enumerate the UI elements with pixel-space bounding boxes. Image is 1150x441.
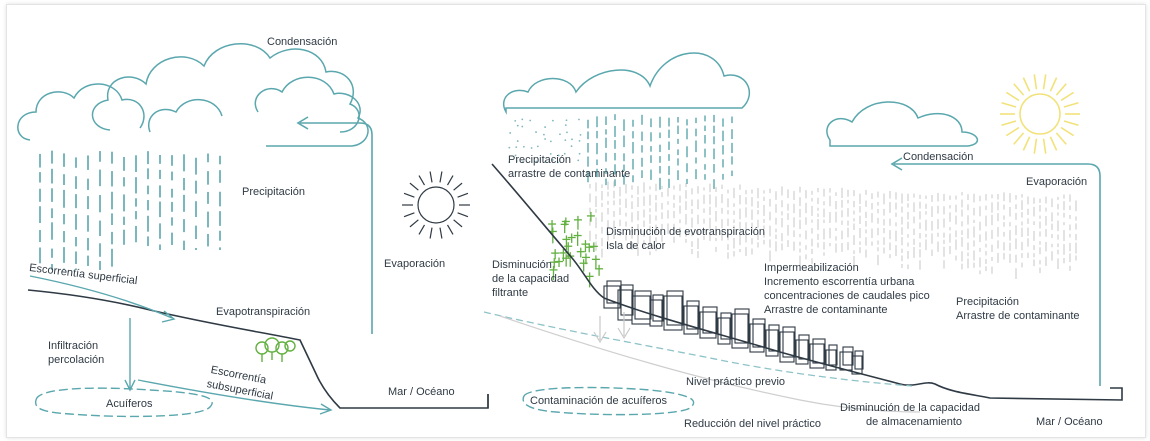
- label-evotranspiration-2: Isla de calor: [606, 240, 666, 252]
- label-sea-left: Mar / Océano: [388, 386, 455, 398]
- label-filter-capacity-3: filtrante: [492, 287, 529, 299]
- vegetation-icon: [548, 211, 604, 288]
- label-aquifers: Acuíferos: [106, 398, 153, 410]
- right-rain: [587, 114, 733, 190]
- label-storage-capacity-2: de almacenamiento: [866, 416, 963, 428]
- left-cloud: [254, 76, 369, 147]
- grey-rain-haze: [589, 181, 1077, 279]
- trees-icon: [255, 337, 296, 362]
- label-precipitation-right-1: Precipitación: [508, 154, 571, 166]
- label-percolation: percolación: [48, 354, 105, 366]
- right-drizzle-dots: [508, 118, 582, 164]
- label-condensation-right: Condensación: [903, 151, 974, 163]
- reduced-water-level: [499, 315, 921, 413]
- label-impermeabilization-2: Incremento escorrentía urbana: [764, 276, 915, 288]
- label-impermeabilization-4: Arrastre de contaminante: [764, 304, 888, 316]
- label-evapotranspiration: Evapotranspiración: [216, 306, 311, 318]
- evaporation-arrow-left: [300, 122, 373, 334]
- label-evaporation-right: Evaporación: [1026, 176, 1088, 188]
- label-previous-level: Nivel práctico previo: [686, 376, 786, 388]
- label-precipitation-right2-2: Arrastre de contaminante: [956, 310, 1080, 322]
- label-evotranspiration-1: Disminución de evotranspiración: [606, 226, 765, 238]
- left-cloud: [17, 83, 145, 141]
- label-aquifer-contamination: Contaminación de acuíferos: [530, 395, 667, 407]
- label-sea-right: Mar / Océano: [1036, 416, 1103, 428]
- label-impermeabilization-1: Impermeabilización: [764, 262, 859, 274]
- label-impermeabilization-3: concentraciones de caudales pico: [764, 290, 930, 302]
- label-precipitation-right-2: arrastre de contaminante: [508, 168, 631, 180]
- previous-water-level: [483, 311, 913, 387]
- label-evaporation-left: Evaporación: [384, 258, 446, 270]
- surface-runoff-arrow: [29, 275, 173, 319]
- label-precipitation-left: Precipitación: [242, 186, 305, 198]
- terrain-right: [491, 163, 1123, 401]
- label-filter-capacity-2: de la capacidad: [492, 273, 570, 285]
- label-precipitation-right2-1: Precipitación: [956, 296, 1019, 308]
- label-infiltration: Infiltración: [48, 340, 99, 352]
- aquifer-left: [34, 387, 213, 418]
- label-filter-capacity-1: Disminución: [492, 259, 552, 271]
- terrain-left: [27, 289, 489, 409]
- left-cloud: [147, 98, 223, 133]
- sun-icon: [402, 171, 470, 239]
- infiltration-arrow-faint: [593, 312, 631, 344]
- left-cloud: [91, 43, 360, 133]
- left-rain: [39, 150, 221, 270]
- label-storage-capacity-1: Disminución de la capacidad: [840, 402, 981, 414]
- right-cloud: [826, 101, 979, 147]
- label-condensation-left: Condensación: [267, 36, 338, 48]
- sun-icon: [1000, 74, 1080, 154]
- evaporation-arrow-right: [894, 163, 1101, 386]
- label-level-reduction: Reducción del nivel práctico: [684, 418, 821, 430]
- buildings-icon: [603, 280, 864, 375]
- subsurface-runoff-arrow: [137, 379, 331, 411]
- right-cloud: [503, 52, 751, 115]
